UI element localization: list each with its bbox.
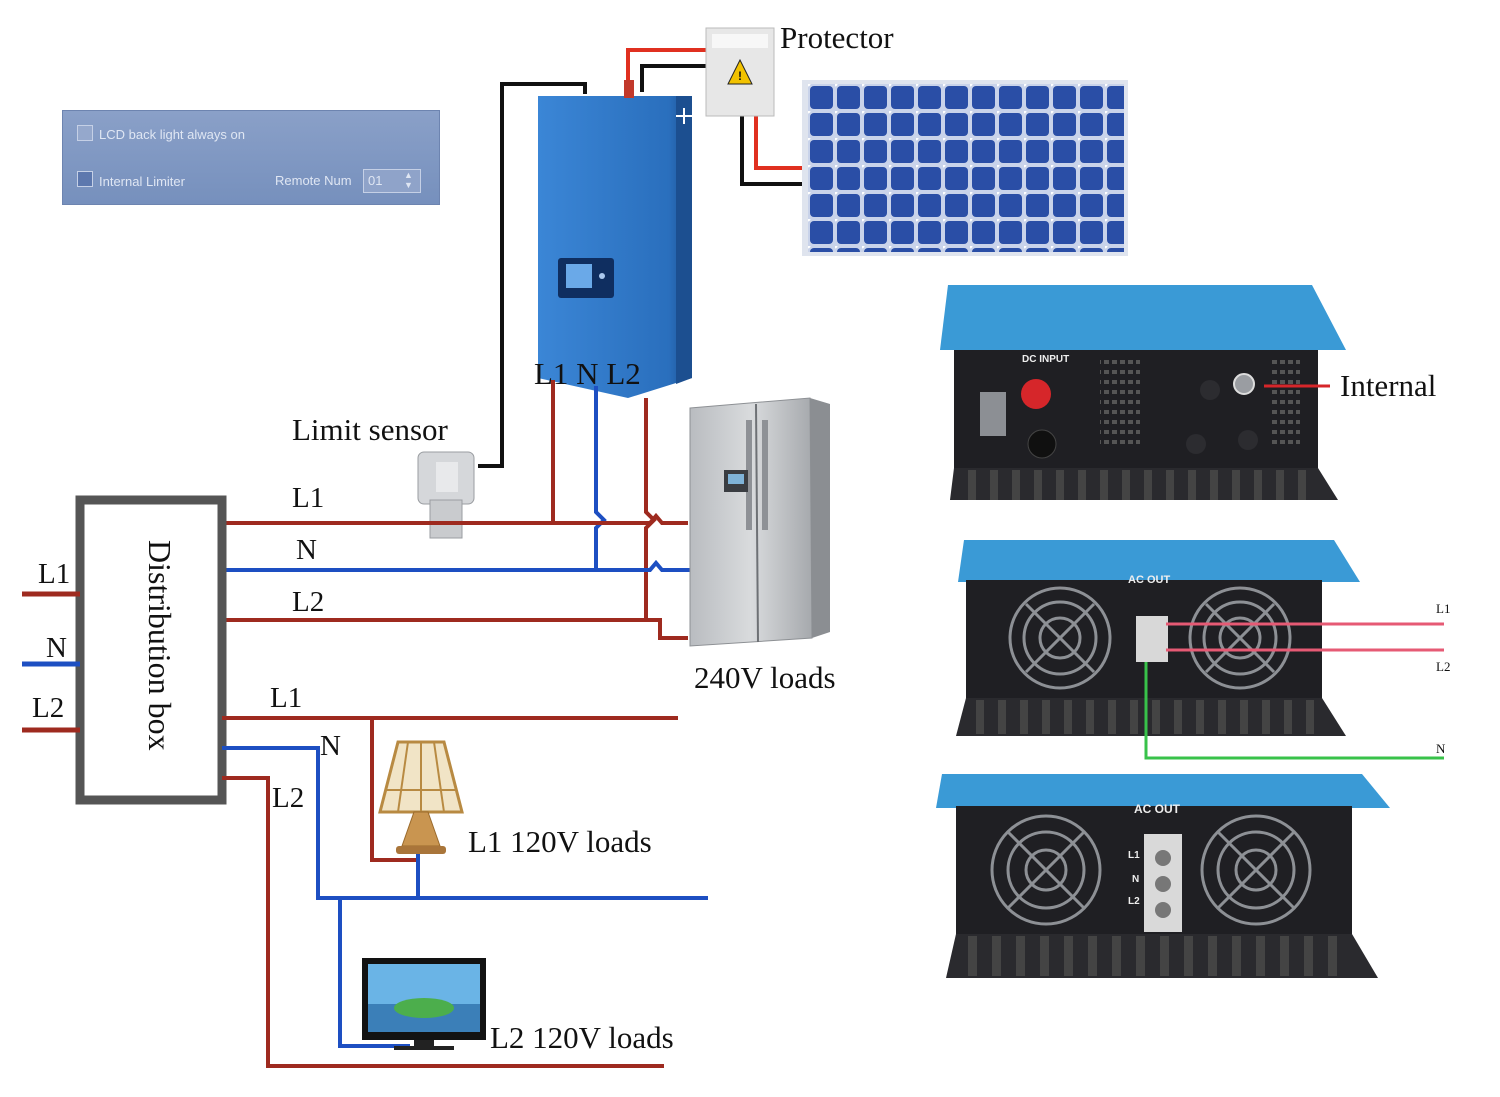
loads-l2-120v-label: L2 120V loads	[490, 1020, 674, 1055]
internal-limiter-checkbox[interactable]	[77, 171, 93, 187]
terminal-l1-label: L1	[1128, 850, 1140, 861]
bus240-n-label: N	[296, 534, 317, 566]
distribution-box-label: Distribution box	[142, 540, 178, 751]
bus120-l2-label: L2	[272, 782, 305, 814]
bus240-l1-label: L1	[292, 482, 325, 514]
bus120-n-label: N	[320, 730, 341, 762]
limiter-settings-panel: LCD back light always on Internal Limite…	[62, 110, 440, 205]
bus120-l1-label: L1	[270, 682, 303, 714]
table-lamp	[378, 740, 464, 854]
protector-box: !	[705, 27, 775, 117]
spinner-arrows-icon[interactable]: ▲▼	[404, 170, 413, 190]
internal-limiter-label: Internal Limiter	[99, 174, 185, 189]
incoming-feed	[22, 591, 80, 733]
grid-tie-inverter	[538, 80, 692, 398]
remote-num-label: Remote Num	[275, 173, 352, 188]
limit-sensor-clamp	[417, 451, 475, 539]
ac-out-label-1: AC OUT	[1128, 574, 1171, 586]
inverter-terminal-label: L1 N L2	[534, 356, 641, 391]
solar-panel	[802, 80, 1128, 256]
dc-wiring	[478, 48, 802, 468]
inverter-ac-out-view-2	[936, 774, 1390, 978]
remote-num-spinner[interactable]: 01 ▲▼	[363, 169, 421, 193]
inverter-ac-out-view-1	[956, 540, 1444, 760]
ac-out-label-2: AC OUT	[1134, 802, 1180, 816]
out-n-label: N	[1436, 741, 1446, 756]
bus240-l2-label: L2	[292, 586, 325, 618]
out-l2-label: L2	[1436, 659, 1451, 674]
out-l1-label: L1	[1436, 601, 1451, 616]
terminal-l2-label: L2	[1128, 896, 1140, 907]
internal-label: Internal	[1340, 368, 1437, 403]
inverter-dc-input-view	[940, 285, 1346, 500]
limit-sensor-label: Limit sensor	[292, 412, 448, 447]
incoming-n-label: N	[46, 632, 67, 664]
incoming-l1-label: L1	[38, 558, 71, 590]
incoming-l2-label: L2	[32, 692, 65, 724]
bus-240v	[222, 512, 700, 640]
loads-l1-120v-label: L1 120V loads	[468, 824, 652, 859]
inverter-ac-drops	[551, 380, 657, 620]
terminal-n-label: N	[1132, 874, 1140, 885]
protector-label: Protector	[780, 20, 894, 55]
distribution-box	[75, 495, 227, 805]
dc-input-label: DC INPUT	[1022, 354, 1070, 365]
svg-text:!: !	[738, 69, 742, 83]
remote-num-value: 01	[368, 173, 383, 188]
refrigerator	[689, 397, 830, 647]
bus-120v	[222, 716, 708, 1068]
loads-240v-label: 240V loads	[694, 660, 836, 695]
backlight-label: LCD back light always on	[99, 127, 245, 142]
television	[362, 958, 486, 1050]
backlight-checkbox[interactable]	[77, 125, 93, 141]
